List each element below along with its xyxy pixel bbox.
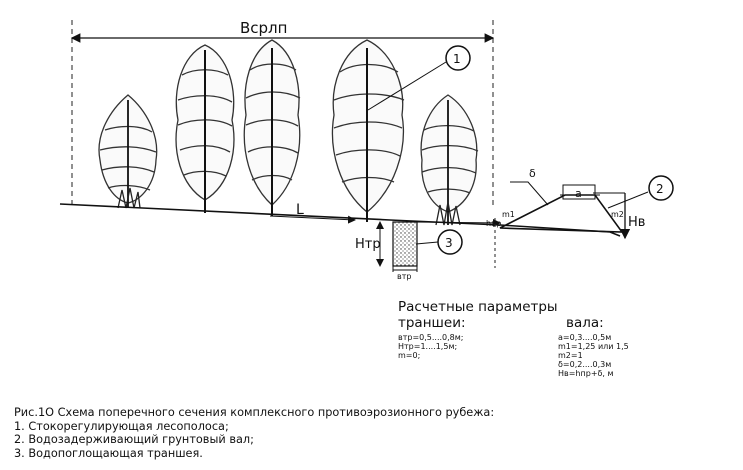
forest-belt [98, 39, 479, 226]
slope-length-label: L [296, 202, 304, 218]
trench-heading: траншеи: [398, 315, 466, 331]
tree [331, 39, 405, 213]
crest-width-label: а [575, 187, 582, 200]
callout-3: 3 [415, 229, 463, 255]
bank-heading: вала: [566, 315, 604, 331]
figure-caption: Рис.1О Схема поперечного сечения комплек… [14, 406, 494, 460]
callout-1: 1 [367, 45, 471, 111]
trench-param: Нтр=1....1,5м; [398, 342, 458, 351]
callout-3-label: 3 [445, 236, 453, 250]
trench-param: втр=0,5....0,8м; [398, 333, 464, 342]
caption-item: 3. Водопоглощающая траншея. [14, 446, 203, 460]
hnp-label: hпр [486, 219, 501, 228]
callout-2-label: 2 [656, 182, 664, 196]
parameters-title: Расчетные параметры [398, 299, 558, 315]
width-label: Всрлп [240, 19, 287, 37]
trench-param: m=0; [398, 351, 421, 360]
width-dimension: Всрлп [70, 19, 495, 205]
bank-param: Нв=hпр+δ, м [558, 369, 614, 378]
caption-item: 1. Стокорегулирующая лесополоса; [14, 419, 229, 433]
m2-label: m2 [611, 210, 624, 219]
callout-1-label: 1 [453, 52, 461, 66]
bank-height-label: Нв [628, 215, 645, 230]
bank-param: а=0,3....0,5м [558, 333, 612, 342]
ground-surface [59, 203, 621, 237]
m1-label: m1 [502, 210, 515, 219]
trench-depth-label: Нтр [355, 237, 381, 252]
bank-param: δ=0,2....0,3м [558, 360, 612, 369]
caption-title: Рис.1О Схема поперечного сечения комплек… [14, 406, 495, 419]
trench-width-label: втр [397, 272, 411, 281]
slope-length: L [269, 202, 356, 224]
trench: Нтр втр [355, 221, 418, 281]
bank-param: m1=1,25 или 1,5 [558, 342, 629, 351]
callout-2: 2 [607, 175, 674, 209]
tree [420, 94, 479, 213]
delta-label: δ [529, 167, 536, 180]
earth-bank: а δ m1 hпр m2 Нв [486, 167, 645, 268]
caption-item: 2. Водозадерживающий грунтовый вал; [14, 433, 254, 446]
bank-param: m2=1 [558, 351, 583, 360]
